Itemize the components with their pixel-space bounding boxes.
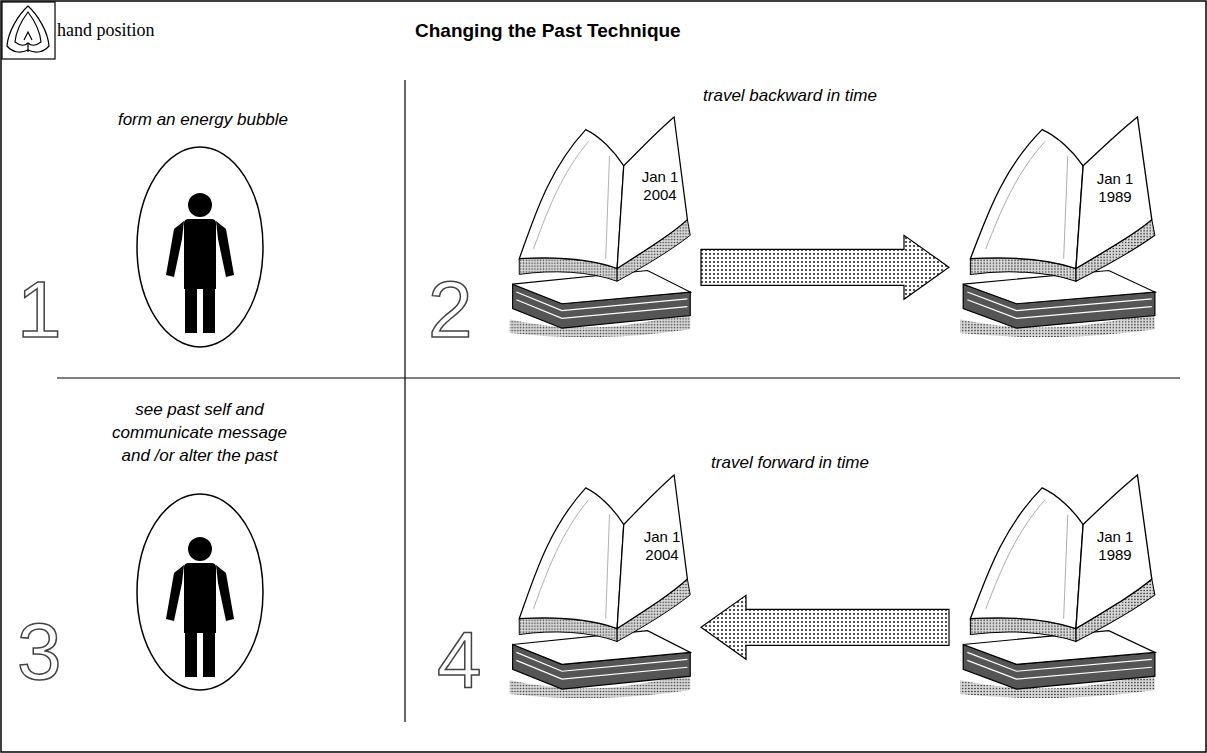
step-caption: travel backward in time: [640, 84, 940, 107]
date-text: Jan 1 2004: [635, 168, 685, 204]
icon-caption: hand position: [57, 19, 155, 42]
date-text: Jan 1 1989: [1090, 528, 1140, 564]
step-caption: form an energy bubble: [73, 108, 333, 131]
step-caption: see past self and communicate message an…: [102, 398, 297, 467]
time-arrow: [701, 595, 949, 659]
book-node: Jan 1 1989: [955, 112, 1160, 337]
book-illustration: [955, 112, 1160, 337]
grid-divider: [404, 80, 405, 722]
book-illustration: [955, 470, 1160, 698]
energy-bubble: [137, 494, 263, 690]
callout-number: 2: [428, 270, 473, 350]
book-node: Jan 1 2004: [505, 470, 695, 698]
time-arrow: [701, 235, 949, 299]
callout-number: 1: [17, 270, 62, 350]
book-illustration: [505, 470, 695, 698]
callout-number: 3: [17, 612, 62, 692]
callout-number: 4: [437, 620, 482, 700]
energy-bubble: [137, 147, 263, 347]
date-text: Jan 1 1989: [1090, 170, 1140, 206]
hand-icon: [2, 2, 55, 59]
book-node: Jan 1 2004: [505, 112, 695, 337]
book-illustration: [505, 112, 695, 337]
diagram-title: Changing the Past Technique: [415, 19, 681, 43]
book-node: Jan 1 1989: [955, 470, 1160, 698]
date-text: Jan 1 2004: [637, 528, 687, 564]
grid-divider: [57, 377, 1180, 378]
step-caption: travel forward in time: [640, 451, 940, 474]
